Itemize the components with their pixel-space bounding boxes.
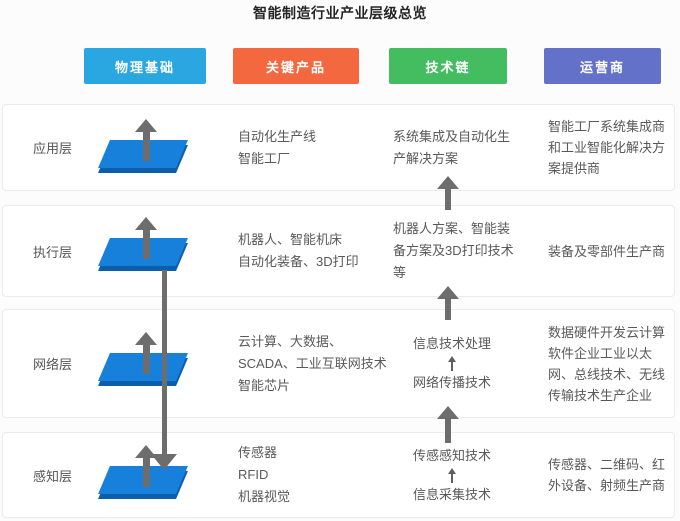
layer-label: 应用层 — [33, 141, 73, 156]
key-products-text: 自动化生产线 智能工厂 — [238, 128, 317, 166]
up-arrow-icon — [134, 332, 158, 374]
mini-up-arrow-icon — [447, 356, 457, 371]
tech-chain-text: 机器人方案、智能装备方案及3D打印技术等 — [393, 221, 514, 280]
up-arrow-icon — [134, 217, 158, 259]
column-header-technology-chain: 技术链 — [389, 48, 507, 84]
tech-chain-bottom-text: 信息采集技术 — [412, 486, 491, 502]
tech-chain-top-text: 传感感知技术 — [412, 447, 491, 463]
page-title: 智能制造行业产业层级总览 — [253, 5, 427, 21]
layer-label: 感知层 — [33, 468, 73, 484]
layer-row-perception: 感知层 传感器 RFID 机器视觉 传感感知技术 信息采集技术 传感器、二维码、… — [2, 432, 675, 518]
mini-up-arrow-icon — [447, 467, 457, 483]
up-arrow-icon — [134, 119, 158, 161]
tech-chain-up-arrow-1 — [436, 176, 460, 210]
layer-row-execution: 执行层 机器人、智能机床 自动化装备、3D打印 机器人方案、智能装备方案及3D打… — [2, 205, 675, 297]
tech-chain-stack: 传感感知技术 信息采集技术 — [388, 433, 516, 517]
operator-text: 数据硬件开发云计算软件企业工业以太网、总线技术、无线传输技术生产企业 — [548, 324, 666, 403]
key-products-text: 机器人、智能机床 自动化装备、3D打印 — [238, 232, 359, 269]
layer-row-application: 应用层 自动化生产线 智能工厂 系统集成及自动化生产解决方案 智能工厂系统集成商… — [2, 104, 675, 191]
column-header-operators: 运营商 — [544, 48, 661, 84]
tech-chain-up-arrow-2 — [436, 286, 460, 320]
tech-chain-top-text: 信息技术处理 — [412, 336, 491, 351]
column-header-key-products: 关键产品 — [233, 48, 359, 84]
key-products-text: 传感器 RFID 机器视觉 — [238, 445, 291, 504]
tech-chain-up-arrow-3 — [436, 406, 460, 443]
operator-text: 智能工厂系统集成商和工业智能化解决方案提供商 — [548, 119, 666, 176]
operator-text: 传感器、二维码、红外设备、射频生产商 — [548, 457, 666, 493]
physical-chain-down-arrow — [151, 270, 177, 470]
operator-text: 装备及零部件生产商 — [548, 243, 666, 259]
layer-row-network: 网络层 云计算、大数据、 SCADA、工业互联网技术 智能芯片 信息技术处理 网… — [2, 309, 675, 418]
tech-chain-text: 系统集成及自动化生产解决方案 — [393, 128, 511, 166]
key-products-text: 云计算、大数据、 SCADA、工业互联网技术 智能芯片 — [238, 333, 387, 393]
layer-label: 执行层 — [33, 244, 73, 260]
column-header-physical-foundation: 物理基础 — [84, 48, 206, 84]
tech-chain-stack: 信息技术处理 网络传播技术 — [388, 310, 516, 417]
layer-label: 网络层 — [33, 357, 73, 372]
tech-chain-bottom-text: 网络传播技术 — [412, 375, 491, 390]
